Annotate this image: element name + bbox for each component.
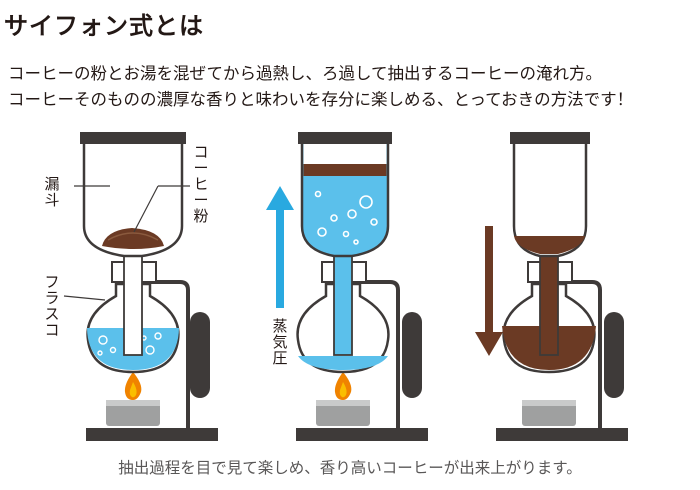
- funnel-cap: [80, 132, 186, 144]
- description-line-2: コーヒーそのものの濃厚な香りと味わいを存分に楽しめる、とっておきの方法です！: [8, 90, 634, 109]
- stand-arm: [148, 280, 190, 430]
- stage-3-siphon: [496, 132, 628, 441]
- stage-1-siphon: [63, 132, 218, 441]
- siphon-tube: [123, 254, 143, 356]
- handle: [604, 312, 624, 398]
- label-steam-pressure: 蒸気圧: [272, 317, 288, 367]
- burner: [316, 400, 370, 426]
- label-funnel: 漏斗: [44, 175, 60, 209]
- handle: [402, 312, 422, 398]
- flask-pointer: [63, 295, 106, 301]
- funnel-coffee-grounds: [514, 236, 585, 254]
- caption: 抽出過程を目で見て楽しめ、香り高いコーヒーが出来上がります。: [118, 459, 582, 477]
- funnel: [82, 140, 184, 258]
- funnel-cap: [510, 132, 590, 144]
- flask-water: [298, 356, 388, 370]
- stand-arm: [566, 280, 602, 430]
- stage-2-siphon: [296, 132, 428, 441]
- stand-base: [86, 428, 218, 441]
- description-line-1: コーヒーの粉とお湯を混ぜてから過熱し、ろ過して抽出するコーヒーの淹れ方。: [8, 64, 602, 83]
- siphon-tube: [333, 254, 353, 356]
- coffee-grounds: [102, 228, 164, 249]
- stand-arm: [360, 280, 400, 430]
- handle: [190, 312, 210, 398]
- grounds-pointer: [133, 185, 159, 233]
- burner: [522, 400, 576, 426]
- stand-base: [496, 428, 628, 441]
- down-arrow-icon: [475, 226, 503, 356]
- label-coffee-grounds: コーヒー粉: [193, 143, 209, 225]
- stand-base: [296, 428, 428, 441]
- coffee-layer: [303, 164, 387, 176]
- funnel-cap: [298, 132, 392, 144]
- steam-pressure-arrow-icon: [266, 186, 294, 308]
- siphon-tube: [539, 254, 559, 356]
- page-title: サイフォン式とは: [4, 12, 204, 40]
- burner: [106, 400, 160, 426]
- label-flask: フラスコ: [44, 273, 60, 339]
